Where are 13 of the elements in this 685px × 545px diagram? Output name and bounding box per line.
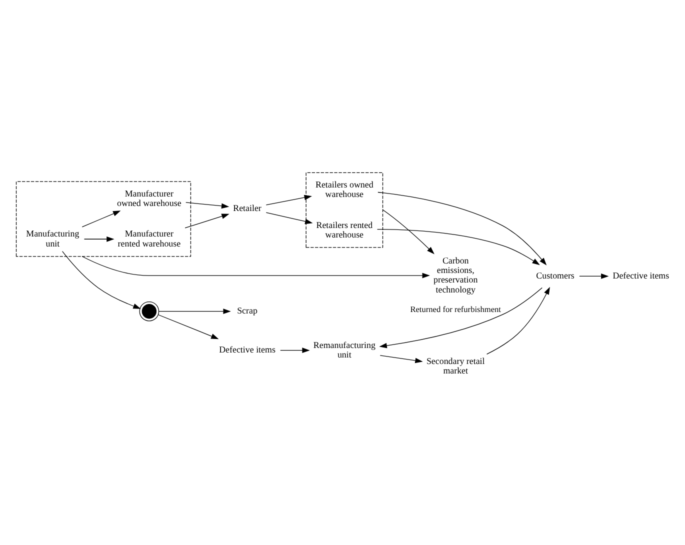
node-text: Retailer <box>233 202 262 212</box>
node-text: Customers <box>536 270 574 280</box>
node-text: Remanufacturing unit <box>313 339 376 359</box>
node-text: Retailers owned warehouse <box>316 178 374 199</box>
node-text: Manufacturer owned warehouse <box>117 188 182 208</box>
node-text: Manufacturer rented warehouse <box>118 228 181 248</box>
node-text: Carbon emissions, preservation technology <box>434 255 478 294</box>
node-text: Secondary retail market <box>426 355 485 375</box>
node-text: Manufacturing unit <box>26 228 80 248</box>
node-text: Scrap <box>237 305 258 316</box>
node-text: Defective items <box>612 270 670 280</box>
node-text: Defective items <box>219 344 276 354</box>
node-text: Retailers rented warehouse <box>316 219 373 239</box>
